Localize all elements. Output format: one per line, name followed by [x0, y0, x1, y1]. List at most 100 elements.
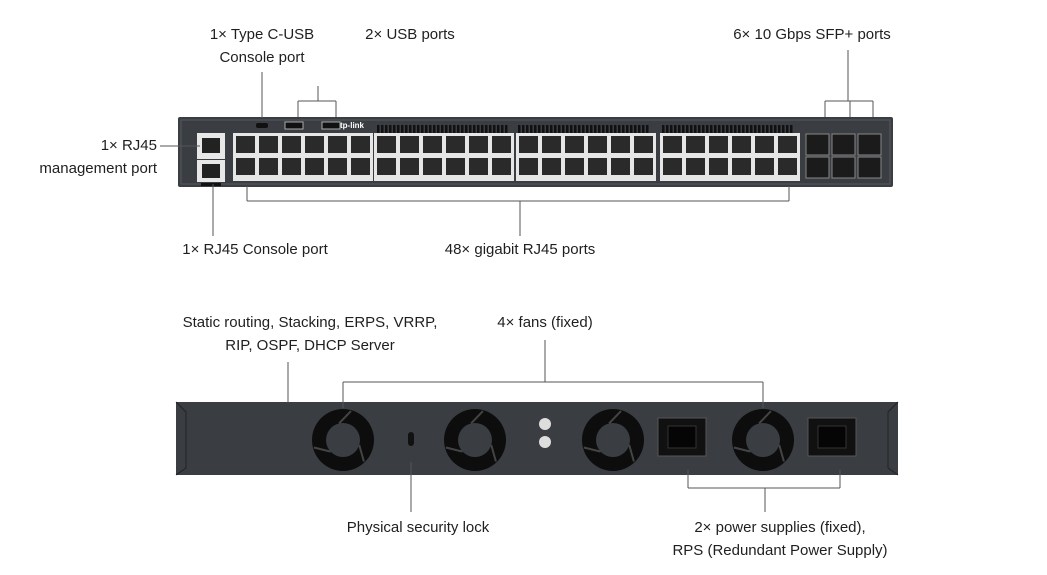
fan-blade	[490, 444, 497, 462]
rj45-port	[259, 136, 278, 153]
label-fans: 4× fans (fixed)	[497, 314, 593, 331]
vent-slot	[774, 125, 777, 133]
label-line: RIP, OSPF, DHCP Server	[225, 337, 395, 354]
vent-slot	[409, 125, 412, 133]
vent-slot	[670, 125, 673, 133]
rj45-port	[492, 158, 511, 175]
vent-slot	[538, 125, 541, 133]
power-socket	[667, 425, 697, 449]
vent-slot	[750, 125, 753, 133]
vent-slot	[602, 125, 605, 133]
vent-slot	[453, 125, 456, 133]
fan-blade	[628, 444, 635, 462]
bracket-usb	[297, 86, 337, 117]
ground-screw	[539, 418, 551, 430]
rj45-port	[423, 158, 442, 175]
vent-slot	[550, 125, 553, 133]
label-line: 2× power supplies (fixed),	[694, 519, 866, 536]
vent-slot	[461, 125, 464, 133]
rj45-port	[588, 136, 607, 153]
fan-blade	[313, 446, 331, 453]
vent-slot	[526, 125, 529, 133]
vent-slot	[493, 125, 496, 133]
vent-slot	[786, 125, 789, 133]
label-security-lock: Physical security lock	[346, 519, 490, 536]
vent-slot	[714, 125, 717, 133]
label-line: 1× Type C-USB	[209, 26, 315, 43]
rj45-port	[282, 136, 301, 153]
vent-slot	[401, 125, 404, 133]
rj45-port	[565, 158, 584, 175]
port-group	[233, 133, 373, 181]
fan-hub	[746, 423, 780, 457]
back-panel	[175, 401, 899, 476]
vent-slot	[678, 125, 681, 133]
fan-blade	[358, 444, 365, 462]
rj45-port	[400, 136, 419, 153]
fan-hub	[326, 423, 360, 457]
vent-slot	[554, 125, 557, 133]
label-typec-console: 1× Type C-USB Console port	[210, 23, 314, 69]
fan-hub	[458, 423, 492, 457]
rj45-port	[328, 136, 347, 153]
power-socket	[817, 425, 847, 449]
sfp-port	[831, 133, 856, 156]
vent-slot	[686, 125, 689, 133]
fan-blade	[758, 410, 772, 425]
vent-slot	[770, 125, 773, 133]
rj45-port	[709, 158, 728, 175]
vent-slot	[421, 125, 424, 133]
vent-slot	[433, 125, 436, 133]
vent-slot	[497, 125, 500, 133]
vent-slot	[437, 125, 440, 133]
bracket-fans	[342, 340, 764, 408]
rj45-port	[351, 136, 370, 153]
vent-slot	[449, 125, 452, 133]
rj45-port	[634, 158, 653, 175]
port-group	[374, 133, 514, 181]
vent-slot	[590, 125, 593, 133]
vent-slot	[546, 125, 549, 133]
back-edge	[175, 401, 899, 476]
rj45-port	[259, 158, 278, 175]
label-line: Static routing, Stacking, ERPS, VRRP,	[182, 314, 438, 331]
rj45-port	[542, 158, 561, 175]
vent-slot	[417, 125, 420, 133]
vent-slot	[594, 125, 597, 133]
label-line: Console port	[219, 49, 305, 66]
vent-slot	[710, 125, 713, 133]
mgmt-port	[202, 138, 220, 153]
vent-slot	[606, 125, 609, 133]
port-group	[660, 133, 800, 181]
fan-blade	[733, 446, 751, 453]
port-group	[516, 133, 656, 181]
vent-slot	[718, 125, 721, 133]
vent-slot	[469, 125, 472, 133]
fan-blade	[470, 410, 484, 425]
fan-hub	[596, 423, 630, 457]
vent-slot	[742, 125, 745, 133]
vent-slot	[642, 125, 645, 133]
bracket-power	[687, 470, 841, 512]
rj45-port	[732, 136, 751, 153]
vent-slot	[522, 125, 525, 133]
vent-slot	[534, 125, 537, 133]
vent-slot	[473, 125, 476, 133]
vent-slot	[481, 125, 484, 133]
vent-slot	[762, 125, 765, 133]
vent-slot	[666, 125, 669, 133]
rj45-port	[519, 158, 538, 175]
vent-slot	[598, 125, 601, 133]
vent-slot	[694, 125, 697, 133]
vent-slot	[698, 125, 701, 133]
vent-slot	[501, 125, 504, 133]
vent-slot	[582, 125, 585, 133]
sfp-port	[857, 156, 882, 179]
label-rj45-console: 1× RJ45 Console port	[182, 241, 328, 258]
label-features: Static routing, Stacking, ERPS, VRRP, RI…	[183, 311, 438, 357]
vent-slot	[638, 125, 641, 133]
label-line: 1× RJ45	[100, 137, 157, 154]
rj45-port	[686, 158, 705, 175]
console-slot	[201, 183, 221, 186]
rj45-port	[236, 158, 255, 175]
